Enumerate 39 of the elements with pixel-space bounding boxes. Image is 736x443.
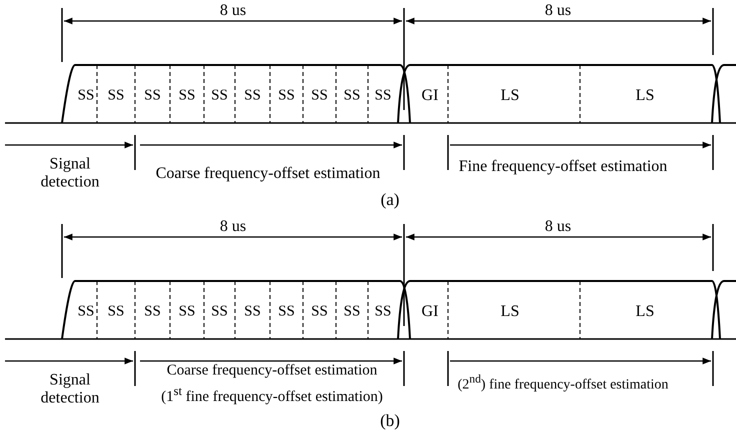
phase-label: Fine frequency-offset estimation [458,158,668,176]
segment-label: SS [344,87,360,105]
segment-label: LS [500,302,520,322]
phase-label: Signal detection [40,156,100,192]
segment-label: SS [211,87,228,105]
segment-label: SS [144,303,161,321]
duration-label: 8 us [220,2,246,20]
segment-label: SS [178,303,196,321]
phase-label: Coarse frequency-offset estimation [166,362,378,380]
panel-caption: (a) [380,190,400,210]
segment-label: SS [144,87,161,105]
phase-label: (1$^{st}$ fine frequency-offset estimation) [161,384,383,406]
segment-label: LS [636,302,654,322]
segment-label: SS [178,87,196,105]
segment-label: SS [278,87,295,105]
segment-label: SS [278,303,295,321]
duration-label: 8 us [544,218,572,236]
phase-label: Coarse frequency-offset estimation [154,164,382,184]
segment-label: SS [211,303,228,321]
duration-label: 8 us [220,218,246,236]
segment-label: SS [108,87,124,105]
phase-label: Signal detection [40,372,100,408]
segment-label: SS [344,303,360,321]
segment-label: SS [311,303,328,321]
panel-caption: (b) [380,411,400,431]
segment-label: SS [108,303,124,321]
segment-label: SS [78,303,94,321]
segment-label: LS [636,86,654,106]
segment-label: SS [311,87,328,105]
segment-label: LS [500,86,520,106]
segment-label: GI [422,86,438,106]
segment-label: SS [244,303,261,321]
duration-label: 8 us [544,2,572,20]
phase-label: (2$^{nd}$) fine frequency-offset estimation [456,372,670,394]
segment-label: SS [78,87,94,105]
segment-label: SS [374,303,392,321]
segment-label: SS [374,87,392,105]
segment-label: GI [422,302,438,322]
segment-label: SS [244,87,261,105]
